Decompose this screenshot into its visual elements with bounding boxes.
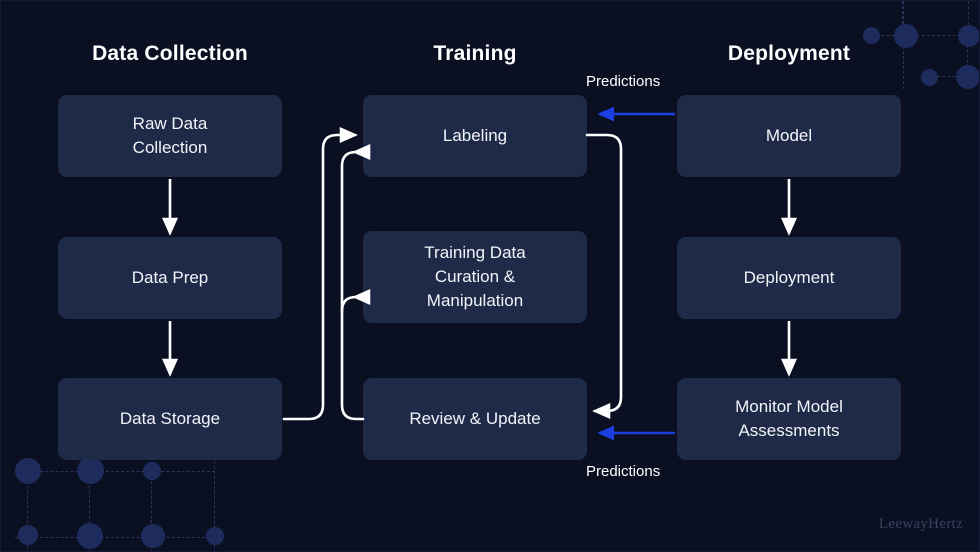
node-labeling[interactable]: Labeling <box>363 95 587 177</box>
edge-label-predictions-top: Predictions <box>586 73 661 90</box>
node-data-storage[interactable]: Data Storage <box>58 378 282 460</box>
node-review-and-update[interactable]: Review & Update <box>363 378 587 460</box>
node-data-prep[interactable]: Data Prep <box>58 237 282 319</box>
column-title-data-collection: Data Collection <box>92 42 248 65</box>
node-model[interactable]: Model <box>677 95 901 177</box>
column-title-deployment: Deployment <box>727 42 851 65</box>
edge-review-to-labeling <box>340 143 371 421</box>
watermark-leewayhertz: LeewayHertz <box>878 516 963 532</box>
column-title-training: Training <box>433 42 517 65</box>
edge-review-to-curation <box>340 288 371 313</box>
edge-labeling-to-review <box>585 133 623 420</box>
edge-storage-to-labeling <box>282 126 358 421</box>
node-deployment[interactable]: Deployment <box>677 237 901 319</box>
edge-label-predictions-bottom: Predictions <box>586 463 661 480</box>
